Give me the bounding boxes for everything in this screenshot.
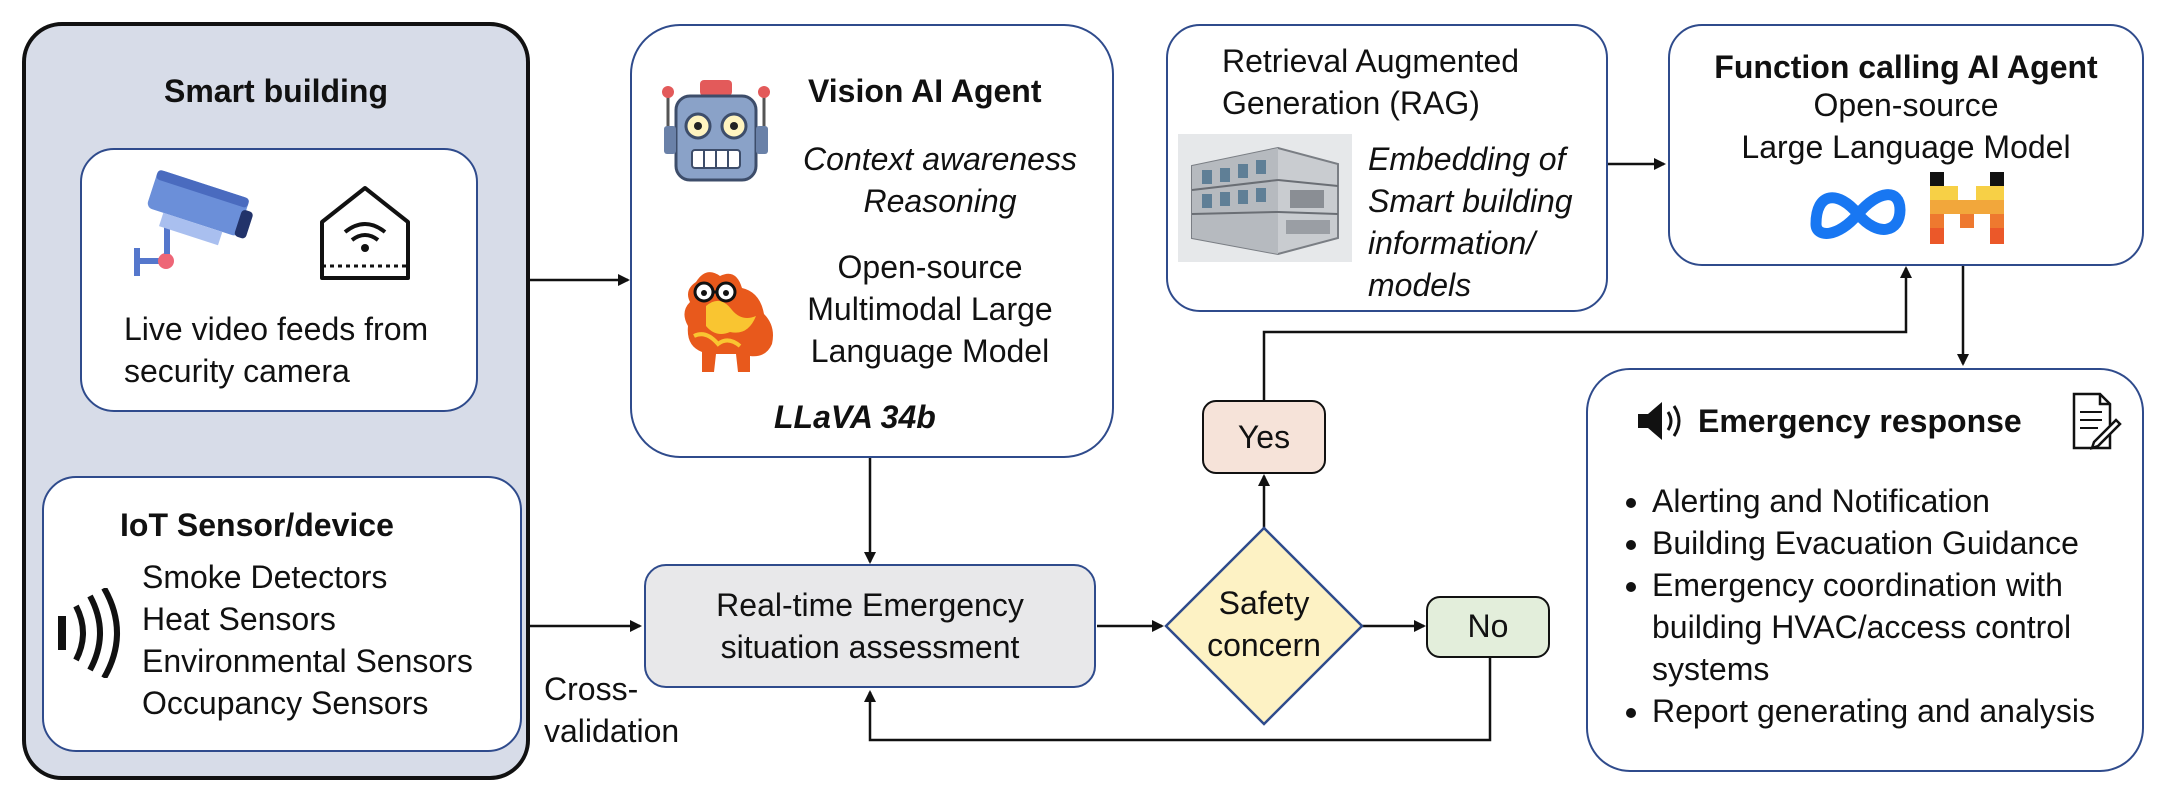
list-item-continuation: building HVAC/access control: [1652, 609, 2072, 645]
list-item: Alerting and Notification: [1652, 480, 2095, 522]
function-agent-box: [1668, 24, 2144, 266]
emergency-response-list: Alerting and Notification Building Evacu…: [1608, 480, 2095, 732]
iot-item: Occupancy Sensors: [142, 685, 429, 721]
vision-agent-line1: Context awareness: [803, 141, 1077, 177]
safety-concern-line1: Safety: [1218, 585, 1310, 621]
arrow-yes-to-function-agent: [1262, 266, 1912, 400]
smart-building-title: Smart building: [164, 73, 388, 109]
assessment-line2: situation assessment: [720, 629, 1020, 665]
iot-sensor-box: [42, 476, 522, 752]
function-agent-line2: Large Language Model: [1741, 129, 2071, 165]
camera-caption-line2: security camera: [124, 353, 350, 389]
list-item-continuation: systems: [1652, 651, 1770, 687]
iot-item: Heat Sensors: [142, 601, 336, 637]
rag-embedding-line2: Smart building: [1368, 183, 1573, 219]
yes-box: [1202, 400, 1326, 474]
iot-title: IoT Sensor/device: [120, 507, 394, 543]
speaker-icon: [1638, 402, 1681, 440]
function-agent-title: Function calling AI Agent: [1714, 49, 2098, 85]
building-model-icon: [1178, 134, 1352, 262]
vision-model-line1: Open-source: [837, 249, 1023, 285]
cross-validation-label-line2: validation: [544, 713, 680, 749]
meta-logo-icon: [1810, 189, 1906, 239]
robot-icon: [662, 80, 770, 182]
rag-embedding-line1: Embedding of: [1368, 141, 1566, 177]
camera-caption-line1: Live video feeds from: [124, 311, 429, 347]
rag-title-line1: Retrieval Augmented: [1222, 43, 1520, 79]
document-icon: [2072, 392, 2122, 450]
list-item: Report generating and analysis: [1652, 690, 2095, 732]
vision-model-name: LLaVA 34b: [774, 399, 936, 435]
iot-item: Environmental Sensors: [142, 643, 473, 679]
vision-model-line2: Multimodal Large: [807, 291, 1053, 327]
sensor-signal-icon: [58, 588, 120, 678]
vision-agent-title: Vision AI Agent: [808, 73, 1042, 109]
function-agent-line1: Open-source: [1813, 87, 1999, 123]
llava-mascot-icon: [684, 272, 773, 372]
list-item-text: Emergency coordination with: [1652, 567, 2063, 603]
camera-feed-box: [80, 148, 478, 412]
arrow-no-loop-back: [864, 655, 1492, 742]
no-label: No: [1467, 608, 1509, 644]
safety-concern-diamond: [1164, 526, 1364, 726]
list-item: Building Evacuation Guidance: [1652, 522, 2095, 564]
rag-embedding-line3: information/: [1368, 225, 1536, 261]
rag-title-line2: Generation (RAG): [1222, 85, 1480, 121]
smart-home-wifi-icon: [320, 186, 410, 280]
no-box: [1426, 596, 1550, 658]
emergency-response-title: Emergency response: [1698, 403, 2022, 439]
safety-concern-line2: concern: [1207, 627, 1321, 663]
assessment-box: [644, 564, 1096, 688]
vision-model-line3: Language Model: [810, 333, 1050, 369]
yes-label: Yes: [1237, 419, 1291, 455]
emergency-response-box: [1586, 368, 2144, 772]
rag-embedding-line4: models: [1368, 267, 1472, 303]
mistral-logo-icon: [1930, 172, 2004, 244]
vision-agent-line2: Reasoning: [863, 183, 1017, 219]
iot-item: Smoke Detectors: [142, 559, 388, 595]
assessment-line1: Real-time Emergency: [716, 587, 1024, 623]
security-camera-icon: [134, 170, 253, 276]
cross-validation-label-line1: Cross-: [544, 671, 639, 707]
list-item: Emergency coordination with building HVA…: [1652, 564, 2095, 690]
